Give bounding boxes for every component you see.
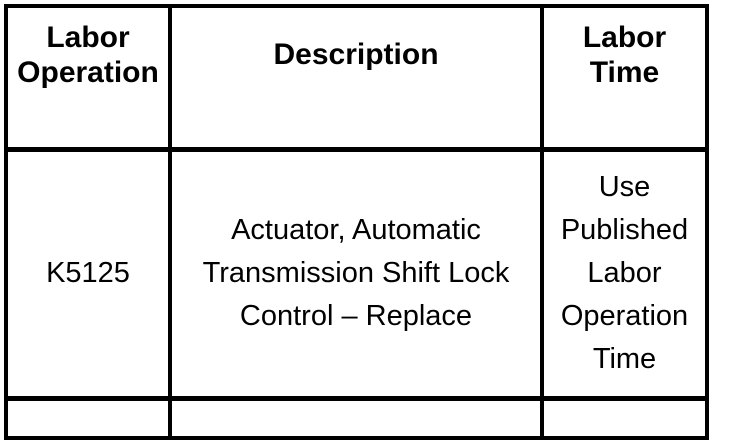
table-header-row: Labor Operation Description Labor Time xyxy=(4,4,709,152)
column-header-labor-operation: Labor Operation xyxy=(4,4,172,152)
clipped-cell xyxy=(540,398,709,440)
cell-labor-time: Use Published Labor Operation Time xyxy=(540,147,709,401)
table-row: K5125 Actuator, Automatic Transmission S… xyxy=(4,147,709,401)
cell-description: Actuator, Automatic Transmission Shift L… xyxy=(168,147,544,401)
clipped-cell xyxy=(168,398,544,440)
cell-labor-operation: K5125 xyxy=(4,147,172,401)
column-header-description: Description xyxy=(168,4,544,152)
labor-operations-table: Labor Operation Description Labor Time K… xyxy=(4,4,709,440)
clipped-cell xyxy=(4,398,172,440)
column-header-labor-time: Labor Time xyxy=(540,4,709,152)
table-row-clipped xyxy=(4,398,709,440)
